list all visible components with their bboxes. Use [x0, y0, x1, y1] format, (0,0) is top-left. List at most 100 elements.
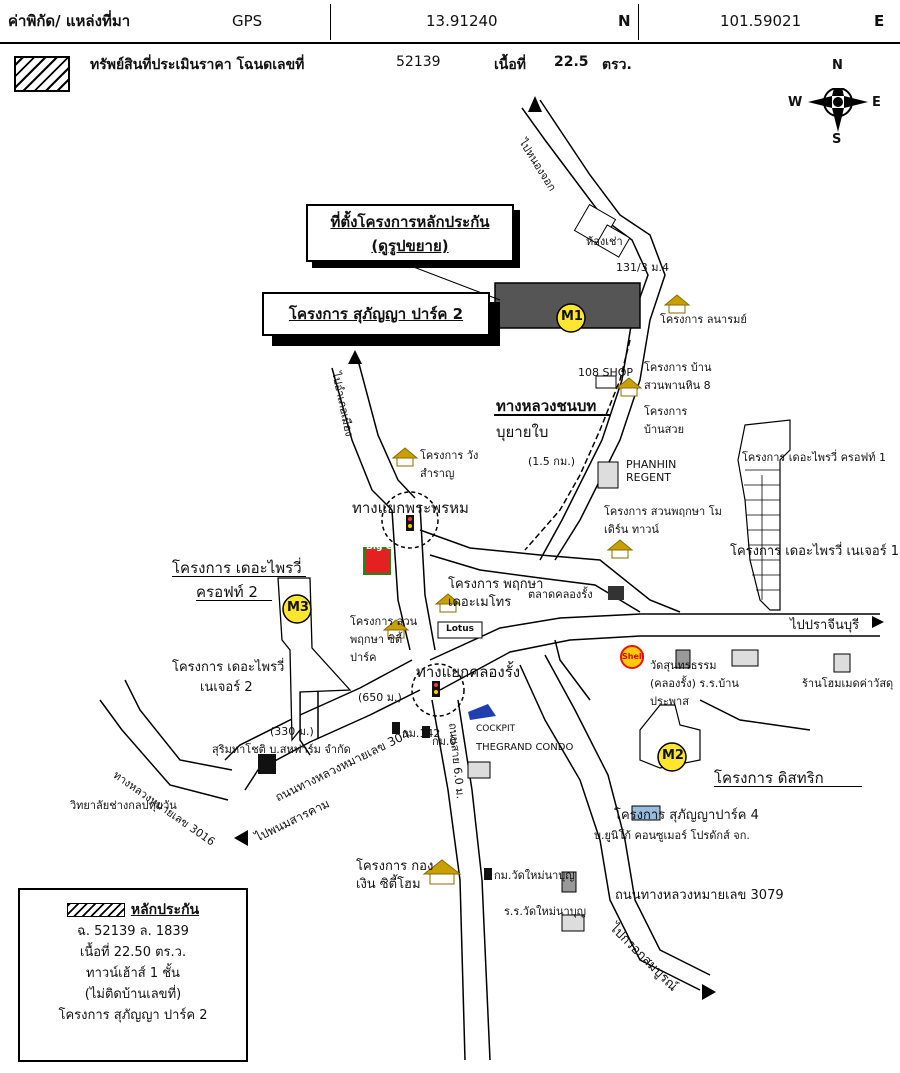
place-nature1: โครงการ เดอะไพรวี่ เนเจอร์ 1 — [730, 544, 900, 559]
place-college: วิทยาลัยช่างกลปทุมวัน — [70, 799, 177, 812]
house-icon — [391, 447, 419, 467]
lotus-icon — [437, 621, 483, 639]
hong-chao-buildings — [573, 203, 631, 258]
house-icon — [663, 294, 691, 314]
traffic-light-icon — [432, 681, 440, 697]
arrow-right-icon — [872, 616, 884, 628]
place-company: บ.ยูนิโก้ คอนซูเมอร์ โปรดักส์ จก. — [594, 829, 750, 842]
legend-line3: ทาวน์เฮ้าส์ 1 ชั้น — [86, 966, 180, 981]
arrow-up-icon — [528, 96, 542, 112]
place-croft2-line1: โครงการ เดอะไพรวี่ — [172, 559, 302, 577]
croft2-underline-2 — [196, 600, 272, 601]
croft2-underline — [172, 576, 306, 577]
km-0: กม.0 — [432, 735, 457, 748]
traffic-light-icons — [406, 515, 440, 697]
site-callout-line2: (ดูรูปขยาย) — [371, 237, 449, 255]
compass-e: E — [872, 95, 881, 110]
temple-icon — [675, 649, 691, 669]
place-km-wat: กม.วัดใหม่นาบุญ — [494, 869, 575, 882]
place-district: โครงการ ดิสทริก — [714, 769, 824, 787]
legend-line4: (ไม่ติดบ้านเลขที่) — [84, 987, 182, 1002]
cockpit-icon — [468, 704, 496, 720]
school-icon-2 — [561, 914, 585, 932]
km-marker-icon — [392, 722, 400, 734]
arrow-left-icon — [234, 830, 248, 846]
latitude-value: 13.91240 — [426, 12, 498, 30]
place-hong-chao: ห้องเช่า — [586, 235, 623, 248]
place-school-wat: ร.ร.วัดใหม่นาบุญ — [504, 905, 587, 918]
marker-m2-label: M2 — [662, 748, 684, 763]
junction-klong-rang: ทางแยกคลองรั้ง — [416, 663, 521, 681]
compass-n: N — [832, 58, 843, 73]
marker-m1-label: M1 — [561, 309, 583, 324]
place-croft1: โครงการ เดอะไพรวี่ ครอฟท์ 1 — [742, 451, 886, 464]
marker-m1 — [556, 303, 586, 333]
divider — [330, 4, 331, 40]
legend-hatch-swatch — [66, 903, 125, 917]
km-marker-icon — [484, 868, 492, 880]
place-nature2-line1: โครงการ เดอะไพรวี่ — [172, 660, 285, 675]
project-callout-text: โครงการ สุภัญญา ปาร์ค 2 — [288, 305, 464, 323]
place-suphanya4: โครงการ สุภัญญาปาร์ค 4 — [614, 808, 759, 823]
market-icon — [608, 586, 624, 600]
road-label-rural-2: บุยายใบ — [496, 423, 549, 441]
header: ค่าพิกัด/ แหล่งที่มา GPS 13.91240 N 101.… — [0, 0, 900, 92]
place-pruksa-metro: โครงการ พฤกษา เดอะเมโทร — [448, 577, 544, 610]
place-pruksa-city: โครงการ สวนพฤกษา ซิตี้ ปาร์ค — [350, 615, 418, 664]
road-label-rural-dist: (1.5 กม.) — [528, 455, 575, 468]
km-142: กม.142 — [402, 727, 441, 740]
site-callout: ที่ตั้งโครงการหลักประกัน (ดูรูปขยาย) — [306, 204, 514, 262]
place-temple: วัดสุนทรธรรม (คลองรั้ง) ร.ร.บ้านประพาส — [650, 659, 739, 708]
house-icon — [382, 619, 410, 639]
place-house-131: 131/3 ม.4 — [616, 261, 669, 274]
arrow-up-icon — [348, 350, 362, 364]
condo-icon — [597, 461, 619, 489]
place-suan-phan: โครงการ บ้านสวนพานหิน 8 — [644, 361, 712, 392]
marker-m2 — [657, 742, 687, 772]
place-lotus: Lotus — [446, 624, 474, 634]
place-ngoen-city: โครงการ กองเงิน ซิตี้โฮม — [356, 859, 434, 892]
road-label-hw3079: ถนนทางหลวงหมายเลข 3079 — [615, 888, 784, 903]
condo-icon-2 — [467, 761, 491, 779]
latitude-dir: N — [618, 12, 631, 30]
junction-pra-prom: ทางแยกพระพรหม — [352, 499, 469, 517]
company-icon — [631, 805, 661, 821]
compass-rose — [808, 88, 868, 132]
traffic-light-icon — [406, 515, 414, 531]
big-c-icon — [363, 547, 391, 575]
house-icon — [434, 593, 462, 613]
place-pruksa-modern: โครงการ สวนพฤกษา โมเดิร์น ทาวน์ — [604, 505, 722, 536]
coord-source: GPS — [232, 12, 263, 30]
shop-icon-2 — [833, 653, 851, 673]
legend-line5: โครงการ สุภัญญา ปาร์ค 2 — [58, 1008, 208, 1023]
legend-line1: ฉ. 52139 ล. 1839 — [77, 924, 189, 939]
shell-icon — [620, 645, 644, 669]
house-icon — [606, 539, 634, 559]
place-croft2-line2: ครอฟท์ 2 — [196, 583, 258, 601]
place-108shop: 108 SHOP — [578, 366, 634, 379]
compass-s: S — [832, 132, 842, 147]
district-underline — [714, 786, 862, 787]
marker-m3 — [282, 594, 312, 624]
coordinate-row: ค่าพิกัด/ แหล่งที่มา GPS 13.91240 N 101.… — [0, 0, 900, 44]
place-cockpit: COCKPIT — [476, 724, 516, 734]
hatch-swatch — [14, 56, 70, 92]
longitude-value: 101.59021 — [720, 12, 802, 30]
deed-number: 52139 — [396, 54, 441, 70]
arrow-right-icon — [702, 984, 716, 1000]
legend-title-row: หลักประกัน — [20, 900, 246, 921]
legend-line2: เนื้อที่ 22.50 ตร.ว. — [79, 945, 187, 960]
place-lanarom: โครงการ ลนารมย์ — [660, 313, 747, 326]
place-ban-suay: โครงการ บ้านสวย — [644, 405, 688, 436]
legend-title: หลักประกัน — [130, 902, 200, 918]
place-nature2-line2: เนเจอร์ 2 — [200, 680, 253, 695]
dist-650: (650 ม.) — [358, 691, 402, 704]
longitude-dir: E — [874, 12, 885, 30]
factory-icon — [258, 754, 276, 774]
divider — [638, 4, 639, 40]
map-canvas — [99, 88, 884, 1061]
area-unit: ตรว. — [602, 57, 632, 73]
shop-icon — [595, 375, 617, 389]
asset-label: ทรัพย์สินที่ประเมินราคา โฉนดเลขที่ — [90, 57, 305, 73]
road-label-prachinburi: ไปปราจีนบุรี — [790, 618, 860, 633]
